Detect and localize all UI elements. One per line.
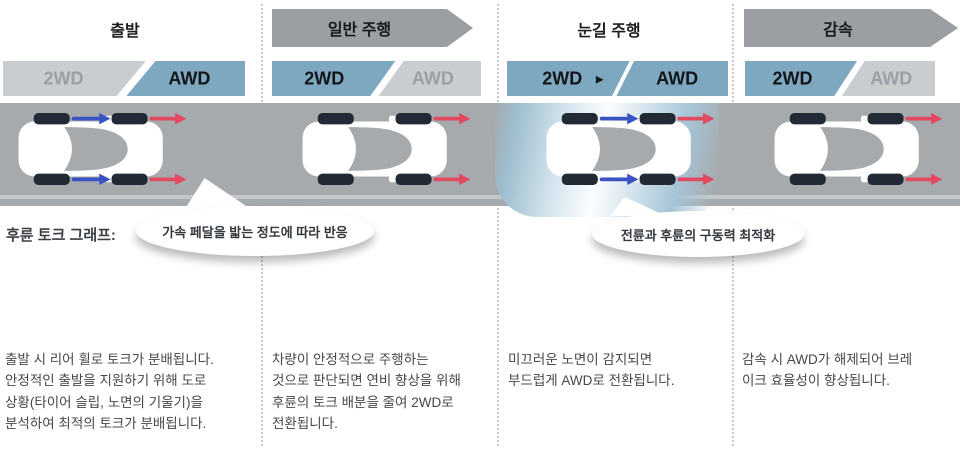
drive-mode-selector-snow: 2WD ► AWD (507, 61, 728, 96)
stage-title-normal-driving: 일반 주행 (327, 22, 392, 39)
speech-bubble-optimization: 전륜과 후륜의 구동력 최적화 (592, 211, 804, 257)
drive-mode-selector-decel: 2WD AWD (745, 61, 935, 96)
mode-transition-arrow-icon: ► (593, 71, 607, 86)
speech-bubble-accelerator: 가속 페달을 밟는 정도에 따라 반응 (136, 206, 374, 256)
car-top-view-2wd-decel (774, 112, 943, 186)
car-top-view-2wd (302, 112, 471, 186)
column-separator (497, 4, 499, 446)
car-body (302, 112, 447, 186)
stage-title-start: 출발 (110, 23, 140, 40)
car-body (18, 112, 163, 186)
mode-awd-active: AWD (616, 61, 728, 96)
description-normal-driving: 차량이 안정적으로 주행하는 것으로 판단되면 연비 향상을 위해 후륜의 토크… (272, 352, 461, 431)
description-start: 출발 시 리어 휠로 토크가 분배됩니다. 안정적인 출발을 지원하기 위해 도… (5, 352, 214, 431)
car-top-view-awd-snow (546, 112, 715, 186)
car-body (774, 112, 919, 186)
rear-torque-graph-label: 후륜 토크 그래프: (6, 227, 116, 244)
stage-title-deceleration: 감속 (823, 22, 853, 39)
drive-mode-selector-normal: 2WD AWD (272, 61, 481, 96)
drive-mode-selector-start: 2WD AWD (3, 61, 245, 96)
mode-awd-inactive: AWD (841, 61, 935, 96)
car-body (546, 112, 691, 186)
car-top-view-awd (18, 112, 187, 186)
stage-title-snow-driving: 눈길 주행 (577, 23, 641, 40)
mode-2wd-active: 2WD ► (507, 61, 630, 96)
stage-banner-deceleration: 감속 (744, 9, 958, 47)
stage-banner-normal-driving: 일반 주행 (272, 9, 473, 47)
description-snow-driving: 미끄러운 노면이 감지되면 부드럽게 AWD로 전환됩니다. (508, 352, 675, 389)
description-deceleration: 감속 시 AWD가 해제되어 브레 이크 효율성이 향상됩니다. (742, 352, 913, 389)
